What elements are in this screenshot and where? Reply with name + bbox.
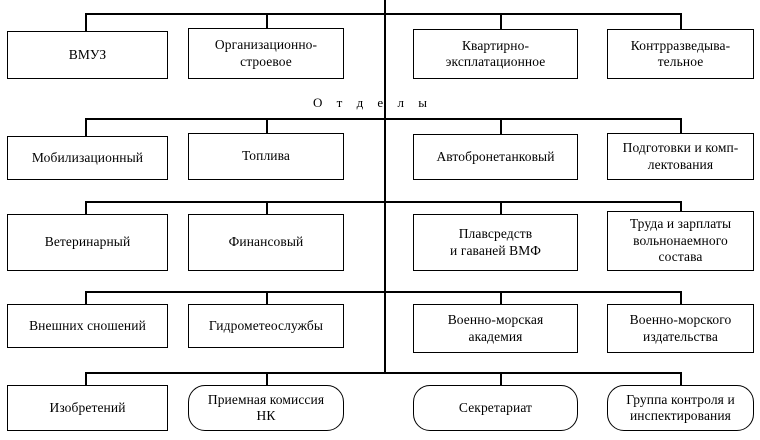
node-label: Изобретений: [49, 399, 126, 415]
node-label: Труда и зарплаты вольнонаемного состава: [629, 216, 732, 265]
connector-drop-row-2-col-2: [266, 118, 268, 136]
node-vneshnih-snoshenij[interactable]: Внешних сношений: [7, 304, 168, 348]
node-label: Контрразведыва- тельное: [630, 37, 731, 69]
node-label: Внешних сношений: [29, 317, 146, 333]
node-label: Квартирно- эксплатационное: [445, 37, 546, 69]
node-label: Гидрометеослужбы: [208, 317, 324, 333]
connector-drop-row-1-col-2: [266, 13, 268, 31]
connector-bar-row-2: [85, 118, 681, 120]
node-label: Приемная комиссия НК: [207, 391, 325, 423]
node-label: Финансовый: [228, 234, 304, 250]
node-label: Подготовки и комп- лектования: [622, 140, 739, 172]
node-sekretariat[interactable]: Секретариат: [413, 385, 578, 431]
node-finansovyj[interactable]: Финансовый: [188, 214, 344, 271]
node-gidrometeosluzhby[interactable]: Гидрометеослужбы: [188, 304, 344, 348]
connector-bar-row-3: [85, 201, 681, 203]
node-mobilizacionnyj[interactable]: Мобилизационный: [7, 136, 168, 180]
node-label: Организационно- строевое: [214, 37, 318, 69]
node-label: Плавсредств и гаваней ВМФ: [450, 226, 541, 258]
node-veterinarnyj[interactable]: Ветеринарный: [7, 214, 168, 271]
connector-drop-row-5-col-3: [500, 372, 502, 385]
node-label: Топлива: [241, 148, 291, 164]
node-podgotovki[interactable]: Подготовки и комп- лектования: [607, 133, 754, 180]
connector-drop-row-5-col-2: [266, 372, 268, 385]
connector-drop-row-2-col-1: [85, 118, 87, 136]
connector-drop-row-2-col-3: [500, 118, 502, 136]
node-plavsredstv[interactable]: Плавсредств и гаваней ВМФ: [413, 214, 578, 271]
node-label: Военно-морского издательства: [629, 312, 732, 344]
connector-drop-row-1-col-4: [680, 13, 682, 31]
node-izobretenij[interactable]: Изобретений: [7, 385, 168, 431]
node-voenno-morskogo-izdatelstva[interactable]: Военно-морского издательства: [607, 304, 754, 353]
connector-drop-row-1-col-1: [85, 13, 87, 31]
connector-drop-row-3-col-3: [500, 201, 502, 214]
node-priemnaya-komissiya[interactable]: Приемная комиссия НК: [188, 385, 344, 431]
node-label: Автобронетанковый: [436, 148, 555, 164]
connector-drop-row-1-col-3: [500, 13, 502, 31]
connector-bar-row-1: [85, 13, 681, 15]
node-label: Ветеринарный: [44, 234, 131, 250]
node-gruppa-kontrolya[interactable]: Группа контроля и инспектирования: [607, 385, 754, 431]
connector-drop-row-4-col-2: [266, 291, 268, 304]
node-truda-i-zarplaty[interactable]: Труда и зарплаты вольнонаемного состава: [607, 211, 754, 271]
node-label: Военно-морская академия: [447, 312, 544, 344]
node-label: Мобилизационный: [31, 149, 144, 165]
connector-bar-row-4: [85, 291, 681, 293]
connector-bar-row-5: [85, 372, 681, 374]
node-label: ВМУЗ: [68, 46, 107, 62]
connector-drop-row-3-col-2: [266, 201, 268, 214]
node-voenno-morskaya-akademiya[interactable]: Военно-морская академия: [413, 304, 578, 353]
connector-drop-row-3-col-4: [680, 201, 682, 214]
connector-drop-row-5-col-4: [680, 372, 682, 385]
node-label: Секретариат: [458, 399, 533, 415]
connector-drop-row-4-col-3: [500, 291, 502, 304]
connector-drop-row-3-col-1: [85, 201, 87, 214]
node-vmuz[interactable]: ВМУЗ: [7, 31, 168, 79]
central-spine-line: [384, 0, 386, 372]
node-avtobronetankovyj[interactable]: Автобронетанковый: [413, 134, 578, 180]
connector-drop-row-4-col-4: [680, 291, 682, 304]
node-kontrrazvedyvatelnoe[interactable]: Контрразведыва- тельное: [607, 29, 754, 79]
node-topliva[interactable]: Топлива: [188, 133, 344, 180]
connector-drop-row-5-col-1: [85, 372, 87, 385]
connector-drop-row-2-col-4: [680, 118, 682, 136]
node-org-stroevoe[interactable]: Организационно- строевое: [188, 28, 344, 79]
connector-drop-row-4-col-1: [85, 291, 87, 304]
node-label: Группа контроля и инспектирования: [626, 391, 735, 423]
node-kvartirno[interactable]: Квартирно- эксплатационное: [413, 29, 578, 79]
section-label-otdely: О т д е л ы: [313, 95, 433, 110]
